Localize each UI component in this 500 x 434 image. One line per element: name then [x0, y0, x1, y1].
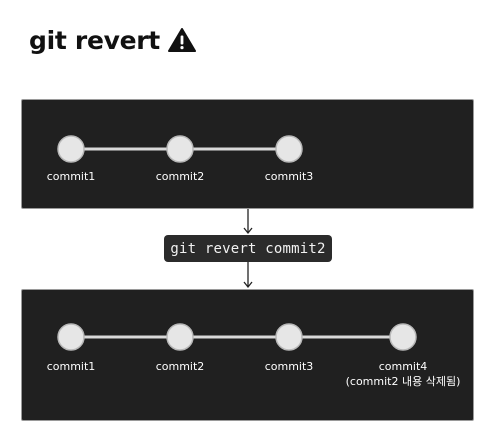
commit-node-1 [57, 323, 85, 351]
before-graph-svg [57, 135, 303, 163]
down-arrow-icon [243, 209, 253, 235]
commit-node-3 [275, 135, 303, 163]
commit-node-2 [166, 323, 194, 351]
commit-label: commit4 [378, 360, 428, 373]
commit-label: commit1 [46, 360, 96, 373]
commit-node-1 [57, 135, 85, 163]
command-label: git revert commit2 [164, 235, 332, 262]
commit-note: (commit2 내용 삭제됨) [345, 375, 461, 388]
commit-node-4 [389, 323, 417, 351]
commit-label: commit1 [46, 170, 96, 183]
before-commit-graph: commit1 commit2 commit3 [21, 99, 474, 209]
title-text: git revert [29, 25, 160, 55]
commit-label: commit3 [264, 360, 314, 373]
commit-node-2 [166, 135, 194, 163]
after-commit-graph: commit1 commit2 commit3 commit4 (commit2… [21, 289, 474, 421]
warning-icon [167, 28, 196, 52]
commit-node-3 [275, 323, 303, 351]
page-title: git revert [29, 22, 196, 58]
commit-label: commit3 [264, 170, 314, 183]
commit-label: commit2 [155, 360, 205, 373]
after-graph-svg [57, 323, 417, 351]
commit-label: commit2 [155, 170, 205, 183]
down-arrow-icon [243, 262, 253, 289]
